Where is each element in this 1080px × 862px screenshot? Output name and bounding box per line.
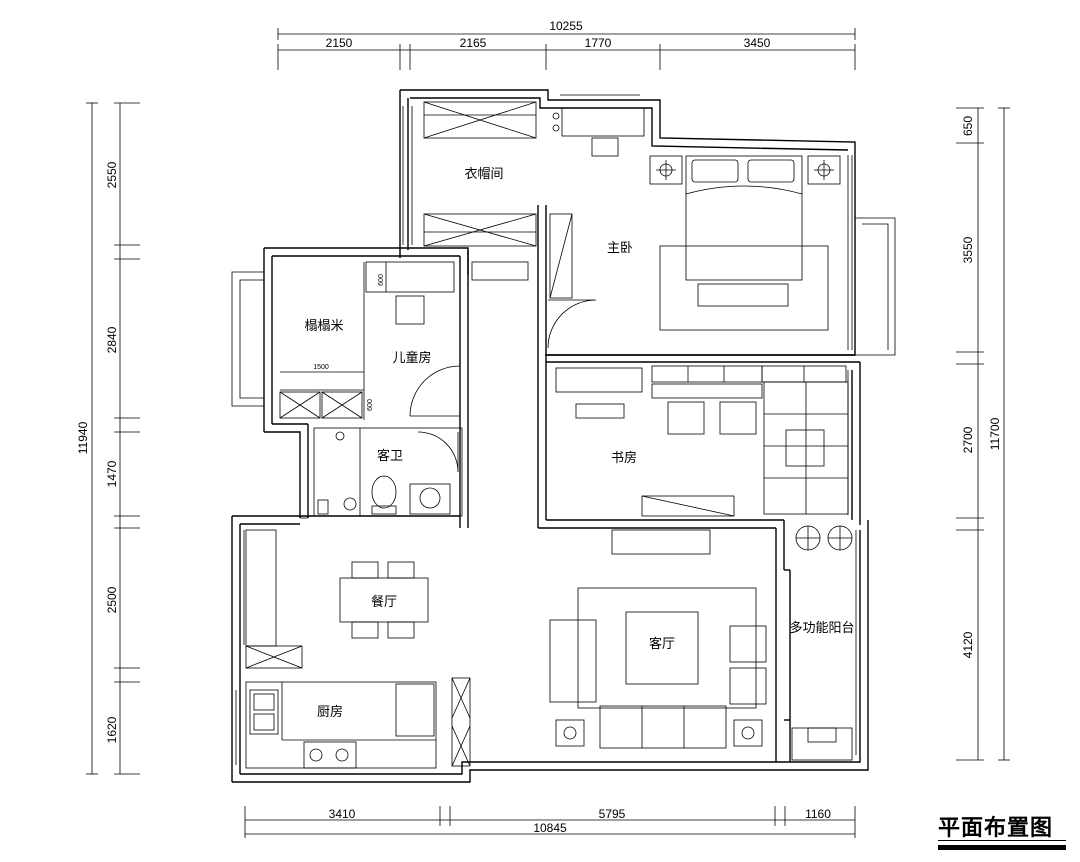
dim-right-2: 3550 bbox=[961, 236, 975, 263]
dim-bottom-1: 3410 bbox=[329, 807, 356, 821]
room-label-living: 客厅 bbox=[649, 636, 675, 652]
dim-top-2: 2165 bbox=[460, 36, 487, 50]
dim-top-1: 2150 bbox=[326, 36, 353, 50]
dim-right-total: 11700 bbox=[988, 417, 1002, 450]
title-underline-thick bbox=[938, 845, 1066, 850]
bottom-dimensions: 3410 5795 1160 10845 bbox=[244, 806, 856, 838]
room-label-dining: 餐厅 bbox=[371, 594, 397, 610]
room-label-tatami: 榻榻米 bbox=[304, 319, 343, 334]
room-label-balcony: 多功能阳台 bbox=[789, 620, 854, 636]
dim-bottom-3: 1160 bbox=[805, 807, 831, 821]
dim-left-2: 2840 bbox=[105, 326, 119, 353]
label-cabinet-depth: 600 bbox=[367, 399, 374, 411]
dim-right-4: 4120 bbox=[961, 631, 975, 658]
dim-top-3: 1770 bbox=[585, 36, 612, 50]
plan-title: 平面布置图 bbox=[938, 816, 1054, 841]
top-dimensions: 10255 2150 2165 1770 3450 bbox=[277, 19, 856, 70]
room-label-kids-room: 儿童房 bbox=[392, 350, 431, 366]
balcony: 多功能阳台 bbox=[789, 525, 855, 761]
study: 书房 bbox=[555, 365, 849, 517]
room-label-kitchen: 厨房 bbox=[317, 704, 343, 720]
room-label-master-bedroom: 主卧 bbox=[607, 241, 633, 256]
dim-left-4: 2500 bbox=[105, 586, 119, 613]
label-tatami-width: 1500 bbox=[313, 364, 329, 371]
dim-right-1: 650 bbox=[961, 116, 975, 136]
room-label-cloakroom: 衣帽间 bbox=[464, 166, 503, 182]
dim-right-3: 2700 bbox=[961, 426, 975, 453]
title-underline-thin bbox=[938, 840, 1066, 841]
left-dimensions: 11940 2550 2840 1470 2500 1620 bbox=[76, 102, 140, 775]
dim-top-total: 10255 bbox=[549, 19, 583, 33]
master-bedroom: 主卧 bbox=[547, 155, 841, 349]
room-label-guest-bath: 客卫 bbox=[377, 448, 403, 464]
room-label-study: 书房 bbox=[611, 450, 637, 466]
dim-top-4: 3450 bbox=[744, 36, 771, 50]
kids-room: 600 600 1500 榻榻米 儿童房 bbox=[279, 261, 529, 420]
dim-left-1: 2550 bbox=[105, 161, 119, 188]
label-desk-depth: 600 bbox=[378, 274, 385, 286]
dim-bottom-2: 5795 bbox=[599, 807, 626, 821]
dim-bottom-total: 10845 bbox=[533, 821, 567, 835]
right-dimensions: 650 3550 2700 4120 11700 bbox=[956, 107, 1010, 761]
kitchen: 厨房 bbox=[245, 677, 471, 769]
cloakroom: 衣帽间 bbox=[423, 101, 645, 299]
dim-left-5: 1620 bbox=[105, 716, 119, 743]
living: 客厅 bbox=[549, 529, 767, 749]
dim-left-3: 1470 bbox=[105, 460, 119, 487]
guest-bath: 客卫 bbox=[313, 427, 463, 517]
dining: 餐厅 bbox=[245, 529, 429, 669]
exterior-walls bbox=[231, 89, 896, 783]
dim-left-total: 11940 bbox=[76, 421, 90, 454]
